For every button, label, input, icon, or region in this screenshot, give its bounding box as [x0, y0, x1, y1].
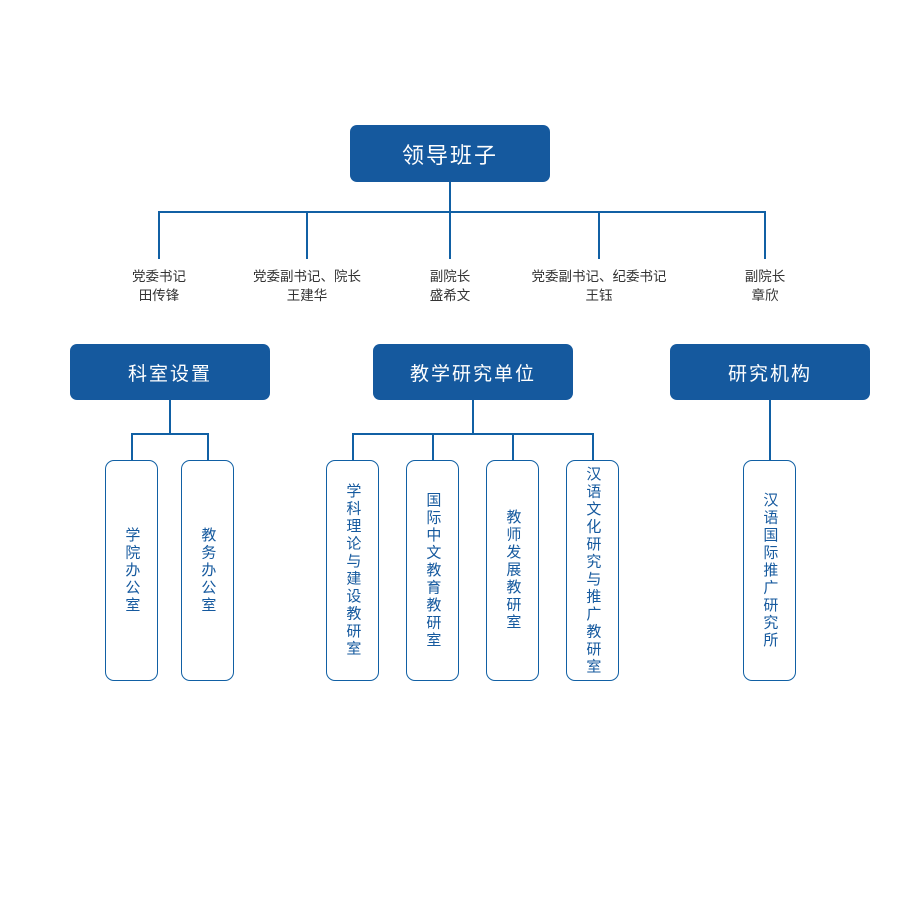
leader-title: 党委副书记、纪委书记 [531, 269, 667, 284]
leaf-node-label: 教务办公室 [199, 526, 217, 615]
connector-group1-drop-1 [131, 433, 133, 460]
leader-title: 副院长 [744, 269, 786, 284]
leader-title: 副院长 [429, 269, 471, 284]
connector-group2-drop-1 [352, 433, 354, 460]
leader-entry-4: 党委副书记、纪委书记 王钰 [532, 267, 667, 305]
leaf-node-college-office[interactable]: 学院办公室 [105, 460, 158, 681]
leaf-node-label: 学科理论与建设教研室 [344, 483, 362, 658]
group-header-teaching-research-units[interactable]: 教学研究单位 [373, 344, 573, 400]
leaf-node-label: 汉语国际推广研究所 [761, 491, 779, 650]
leader-title: 党委副书记、院长 [253, 269, 361, 284]
leader-entry-5: 副院长 章欣 [745, 267, 786, 305]
leader-name: 盛希文 [429, 288, 471, 303]
leader-entry-2: 党委副书记、院长 王建华 [253, 267, 361, 305]
leaf-node-label: 教师发展教研室 [504, 509, 522, 632]
root-node-leadership[interactable]: 领导班子 [350, 125, 550, 182]
connector-group1-drop-2 [207, 433, 209, 460]
group-header-label: 科室设置 [127, 363, 212, 385]
leader-name: 王钰 [585, 288, 613, 303]
leader-name: 王建华 [286, 288, 328, 303]
connector-group2-drop-4 [592, 433, 594, 460]
connector-root-stem [449, 182, 451, 212]
connector-group3-stem [769, 400, 771, 460]
leader-entry-3: 副院长 盛希文 [430, 267, 471, 305]
leaf-node-academic-affairs-office[interactable]: 教务办公室 [181, 460, 234, 681]
connector-group2-bus [352, 433, 593, 435]
leaf-node-chinese-international-promotion-institute[interactable]: 汉语国际推广研究所 [743, 460, 796, 681]
leaf-node-label: 汉语文化研究与推广教研室 [584, 465, 602, 676]
connector-leader-drop-1 [158, 211, 160, 259]
leaf-node-label: 学院办公室 [123, 526, 141, 615]
connector-group1-stem [169, 400, 171, 433]
leaf-node-label: 国际中文教育教研室 [424, 491, 442, 650]
connector-group2-stem [472, 400, 474, 433]
leader-name: 章欣 [751, 288, 779, 303]
leaf-node-discipline-theory-construction[interactable]: 学科理论与建设教研室 [326, 460, 379, 681]
connector-leader-drop-4 [598, 211, 600, 259]
connector-leader-bus [158, 211, 766, 213]
group-header-departments[interactable]: 科室设置 [70, 344, 270, 400]
group-header-label: 教学研究单位 [409, 363, 536, 385]
group-header-label: 研究机构 [727, 363, 812, 385]
connector-group1-bus [131, 433, 209, 435]
connector-leader-drop-5 [764, 211, 766, 259]
connector-leader-drop-3 [449, 211, 451, 259]
root-node-label: 领导班子 [401, 142, 498, 168]
connector-group2-drop-3 [512, 433, 514, 460]
leaf-node-teacher-development[interactable]: 教师发展教研室 [486, 460, 539, 681]
leader-title: 党委书记 [132, 269, 186, 284]
leader-entry-1: 党委书记 田传锋 [132, 267, 186, 305]
group-header-research-institutions[interactable]: 研究机构 [670, 344, 870, 400]
connector-group2-drop-2 [432, 433, 434, 460]
leaf-node-international-chinese-education[interactable]: 国际中文教育教研室 [406, 460, 459, 681]
leaf-node-chinese-culture-research-promotion[interactable]: 汉语文化研究与推广教研室 [566, 460, 619, 681]
leader-name: 田传锋 [138, 288, 180, 303]
connector-leader-drop-2 [306, 211, 308, 259]
